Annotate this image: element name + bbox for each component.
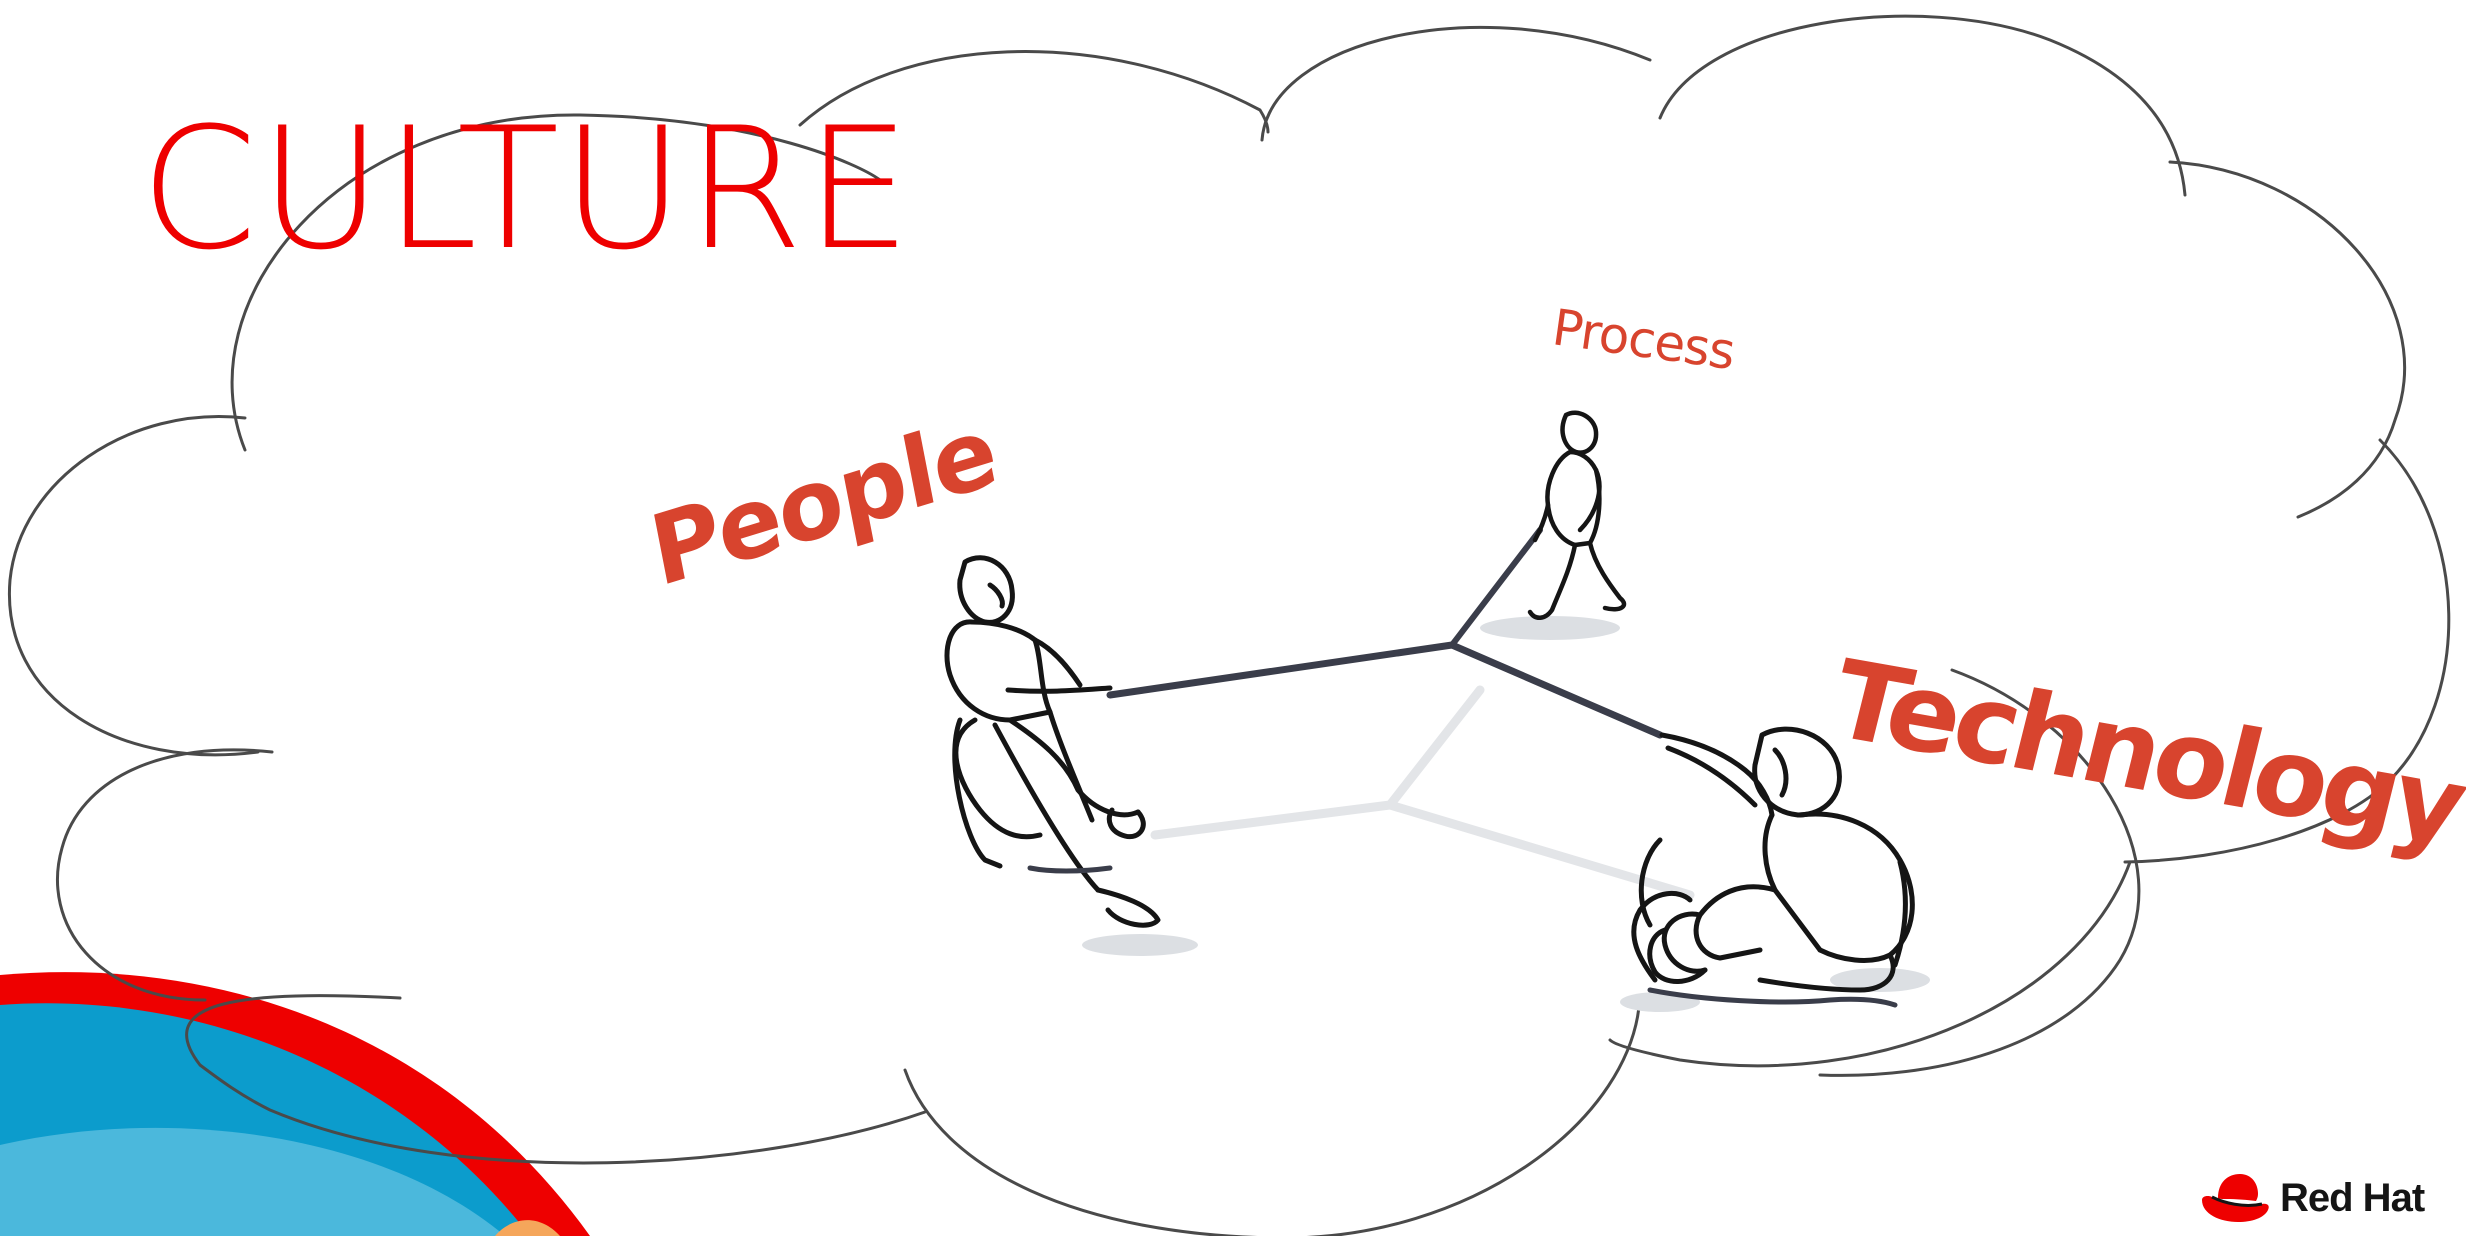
red-hat-fedora-icon [2202,1174,2269,1222]
slide-title: CULTURE [140,91,914,287]
thought-cloud [7,14,2451,1236]
figure-technology [1631,726,1915,1008]
figure-process [1527,410,1627,620]
figure-people [944,555,1161,928]
logo-wordmark: Red Hat [2280,1175,2425,1220]
rope-lines [1106,527,1664,739]
red-hat-logo: Red Hat [2198,1170,2425,1226]
corner-decoration [0,972,590,1236]
ground-shadows [1082,616,1930,1012]
